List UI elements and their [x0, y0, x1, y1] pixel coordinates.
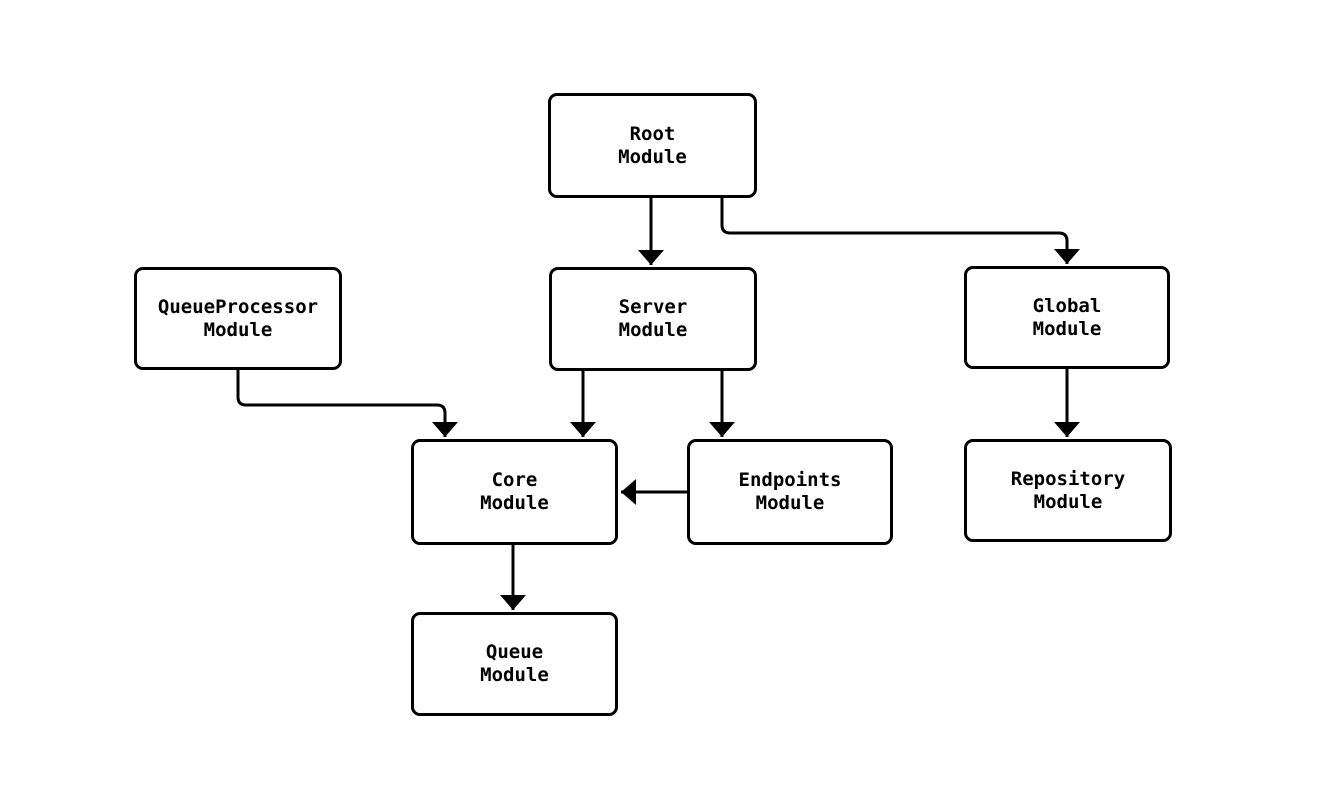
edge-root-to-global	[720, 198, 1080, 264]
node-endpoints-module: Endpoints Module	[687, 439, 893, 545]
node-label-line2: Module	[618, 145, 687, 168]
node-label-line1: Endpoints	[738, 469, 842, 491]
node-label-line2: Module	[1033, 490, 1103, 513]
node-label-line1: QueueProcessor	[157, 295, 319, 318]
node-label-line1: Root	[629, 122, 676, 145]
node-label-line2: Module	[203, 318, 273, 341]
node-label-line1: Global	[1032, 294, 1102, 317]
node-label-line2: Module	[480, 492, 549, 514]
node-label-line1: Core	[491, 469, 538, 491]
node-server-module: Server Module	[549, 267, 757, 371]
node-label-line1: Queue	[485, 641, 544, 663]
node-repository-module: Repository Module	[964, 439, 1172, 542]
node-queue-module: Queue Module	[411, 612, 618, 716]
node-core-module: Core Module	[411, 439, 618, 545]
node-global-module: Global Module	[964, 266, 1170, 369]
node-root-module: Root Module	[548, 93, 757, 198]
edge-queueprocessor-to-core	[236, 370, 458, 437]
node-label-line2: Module	[618, 319, 688, 341]
node-label-line2: Module	[755, 492, 825, 514]
node-label-line1: Repository	[1010, 467, 1126, 490]
node-label-line2: Module	[480, 664, 549, 686]
node-label-line2: Module	[1032, 317, 1102, 340]
node-label-line1: Server	[618, 296, 688, 318]
node-queueprocessor-module: QueueProcessor Module	[134, 267, 342, 370]
